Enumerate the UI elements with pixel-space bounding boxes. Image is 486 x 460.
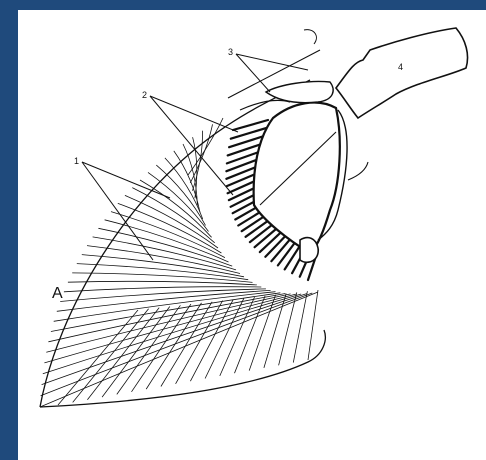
fin-ray	[308, 290, 318, 360]
fin-ray	[264, 294, 286, 368]
fin-ray	[72, 273, 252, 283]
top-border	[0, 0, 486, 10]
fin-ray	[188, 118, 223, 175]
fin-ray	[42, 294, 307, 385]
fin-illustration	[18, 10, 486, 460]
leader-line	[236, 54, 270, 92]
fin-ray	[148, 172, 209, 231]
panel-letter: A	[52, 286, 63, 302]
fin-ray	[68, 281, 257, 285]
fin-lower-edge	[40, 330, 325, 407]
top-curve	[304, 30, 316, 44]
shoulder-element	[240, 100, 290, 110]
fin-ray	[161, 302, 212, 387]
fin-ray	[140, 180, 212, 237]
fin-ray	[73, 309, 149, 403]
fin-ray	[249, 295, 275, 371]
left-border	[0, 0, 18, 460]
fin-ray	[279, 292, 297, 365]
fin-ray	[58, 310, 138, 405]
shoulder-element	[266, 81, 333, 102]
figure-panel: 1 2 3 4 A	[18, 10, 486, 460]
body-bone	[336, 28, 468, 118]
fin-ray	[293, 291, 307, 362]
label-3: 3	[228, 48, 233, 57]
body-bone-edge	[348, 162, 368, 180]
label-2: 2	[142, 91, 147, 100]
label-4: 4	[398, 63, 403, 72]
fin-ray	[132, 188, 214, 243]
label-1: 1	[74, 157, 79, 166]
fin-ray	[93, 237, 236, 270]
fin-ray	[64, 287, 261, 292]
plate-tip	[300, 238, 318, 263]
fin-ray	[40, 292, 318, 407]
fin-ray	[205, 298, 244, 378]
fin-ray	[43, 294, 301, 374]
leader-line	[150, 96, 238, 132]
